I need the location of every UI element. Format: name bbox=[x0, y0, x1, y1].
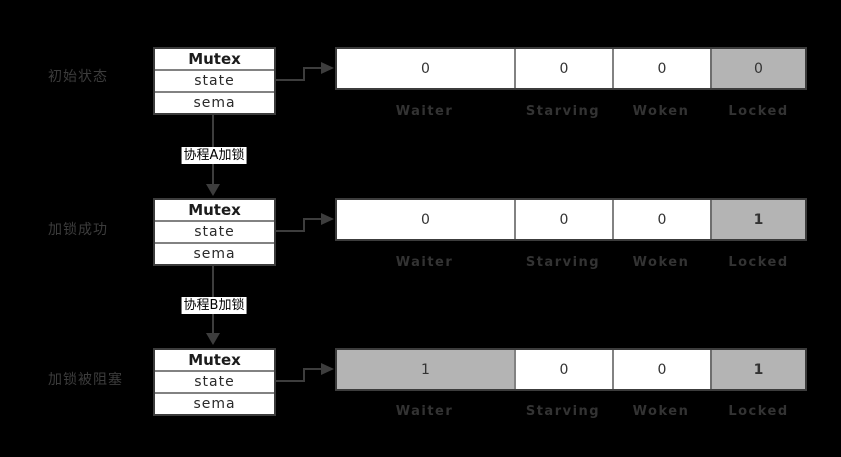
column-label-locked: Locked bbox=[728, 404, 789, 419]
row-label-initial: 初始状态 bbox=[48, 69, 108, 85]
mutex-field-sema: sema bbox=[155, 242, 274, 264]
column-label-waiter: Waiter bbox=[395, 255, 454, 270]
column-label-starving: Starving bbox=[525, 104, 601, 119]
connector-line bbox=[303, 219, 305, 232]
table-cell-starving: 0 bbox=[514, 49, 612, 88]
column-label-waiter: Waiter bbox=[395, 404, 454, 419]
mutex-field-sema: sema bbox=[155, 91, 274, 113]
mutex-field-state: state bbox=[155, 69, 274, 91]
state-table-2: 0 0 0 1 bbox=[335, 198, 807, 241]
table-cell-waiter: 0 bbox=[421, 60, 430, 77]
connector-line bbox=[276, 380, 304, 382]
row-label-locked-ok: 加锁成功 bbox=[48, 222, 108, 238]
column-label-waiter: Waiter bbox=[395, 104, 454, 119]
table-cell-starving: 0 bbox=[514, 200, 612, 239]
column-label-locked: Locked bbox=[728, 104, 789, 119]
mutex-box-title: Mutex bbox=[188, 351, 241, 369]
connector-line bbox=[276, 230, 304, 232]
table-cell-locked: 1 bbox=[710, 200, 805, 239]
arrow-right-icon bbox=[321, 213, 334, 225]
mutex-field-state: state bbox=[155, 370, 274, 392]
table-cell-woken: 0 bbox=[612, 200, 710, 239]
table-cell-locked: 0 bbox=[710, 49, 805, 88]
mutex-box-1: Mutex state sema bbox=[153, 47, 276, 115]
column-label-woken: Woken bbox=[632, 104, 690, 119]
table-cell-waiter: 0 bbox=[421, 211, 430, 228]
table-cell-woken: 0 bbox=[612, 350, 710, 389]
connector-line bbox=[303, 67, 322, 69]
mutex-box-title: Mutex bbox=[188, 201, 241, 219]
arrow-right-icon bbox=[321, 62, 334, 74]
column-label-woken: Woken bbox=[632, 255, 690, 270]
mutex-box-2: Mutex state sema bbox=[153, 198, 276, 266]
table-cell-locked: 1 bbox=[710, 350, 805, 389]
connector-line bbox=[303, 68, 305, 81]
table-cell-waiter: 1 bbox=[337, 350, 514, 389]
transition-label-goroutine-b: 协程B加锁 bbox=[181, 297, 247, 314]
arrow-down-icon bbox=[206, 333, 220, 345]
column-label-woken: Woken bbox=[632, 404, 690, 419]
transition-label-goroutine-a: 协程A加锁 bbox=[181, 147, 247, 164]
table-cell-woken: 0 bbox=[612, 49, 710, 88]
state-table-1: 0 0 0 0 bbox=[335, 47, 807, 90]
connector-line bbox=[303, 368, 322, 370]
mutex-field-sema: sema bbox=[155, 392, 274, 414]
column-label-starving: Starving bbox=[525, 404, 601, 419]
state-table-3: 1 0 0 1 bbox=[335, 348, 807, 391]
connector-line bbox=[276, 79, 304, 81]
column-label-starving: Starving bbox=[525, 255, 601, 270]
arrow-down-icon bbox=[206, 184, 220, 196]
mutex-box-title: Mutex bbox=[188, 50, 241, 68]
arrow-right-icon bbox=[321, 363, 334, 375]
row-label-blocked: 加锁被阻塞 bbox=[48, 372, 123, 388]
connector-line bbox=[303, 218, 322, 220]
connector-line bbox=[303, 369, 305, 382]
mutex-field-state: state bbox=[155, 220, 274, 242]
mutex-box-3: Mutex state sema bbox=[153, 348, 276, 416]
table-cell-starving: 0 bbox=[514, 350, 612, 389]
column-label-locked: Locked bbox=[728, 255, 789, 270]
